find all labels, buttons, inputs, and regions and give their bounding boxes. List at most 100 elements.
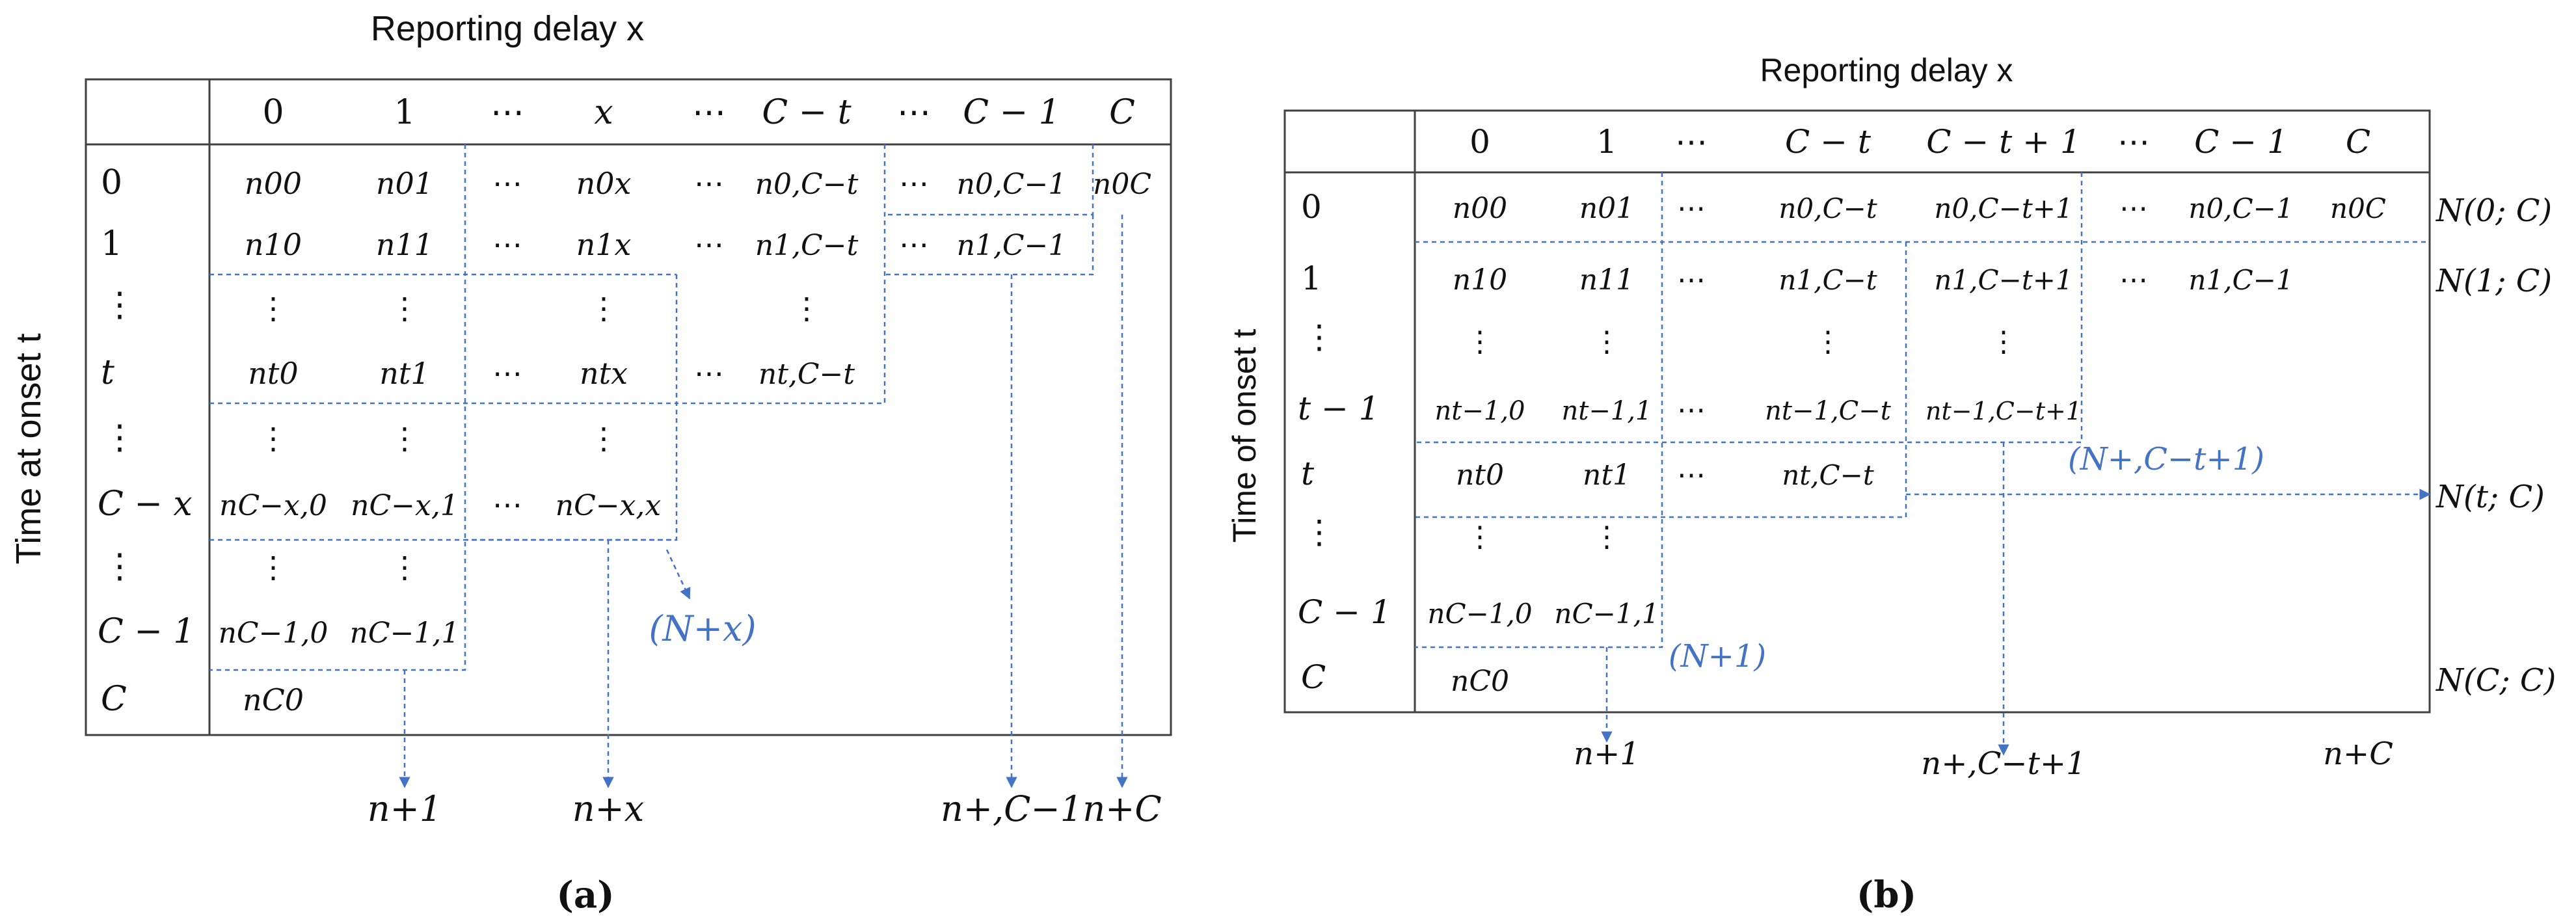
panel-a-title: Reporting delay x	[371, 9, 644, 48]
panel-b-col-4: C − t + 1	[1926, 123, 2081, 161]
panel-b-row-7: C	[1301, 658, 1326, 696]
panel-a-cell: ⋯	[492, 227, 522, 262]
panel-b-ylabel: Time of onset t	[1226, 328, 1263, 542]
panel-a-table-frame	[85, 78, 1172, 736]
panel-b-cell: n1,C−t	[1778, 264, 1877, 296]
panel-a-total: n+,C−1	[941, 788, 1082, 829]
panel-a-cell: nt1	[379, 356, 429, 391]
panel-b-row-total: N(t; C)	[2435, 479, 2545, 515]
panel-b-row-headers: 0 1 ⋮ t − 1 t ⋮ C − 1 C	[1298, 188, 1391, 696]
arrow-to-n-plus-x-annotation	[665, 549, 691, 600]
panel-b-cell: nt1	[1583, 459, 1631, 492]
panel-a-cell: nt0	[248, 356, 298, 391]
panel-a-caption: (a)	[556, 874, 614, 916]
panel-b-arrows	[1601, 442, 2431, 756]
panel-b-title: Reporting delay x	[1760, 52, 2013, 88]
panel-b-cell: nt,C−t	[1782, 459, 1874, 491]
panel-b-cell: nC−1,1	[1554, 598, 1659, 630]
panel-b-cell: n1,C−1	[2188, 264, 2293, 296]
panel-a-row-8: C	[101, 680, 127, 719]
panel-a-cell: n01	[376, 166, 433, 201]
panel-b-cell: ⋮	[1989, 325, 2018, 358]
panel-b-col-3: C − t	[1785, 123, 1872, 161]
panel-b-cell: ⋯	[1677, 263, 1706, 297]
panel-b-cell: n01	[1579, 192, 1634, 225]
panel-b-row-2: ⋮	[1303, 318, 1335, 356]
panel-b-row-6: C − 1	[1298, 593, 1391, 631]
panel-a-staircase	[885, 215, 1094, 276]
panel-b-cell: ⋮	[1814, 325, 1842, 358]
panel-a-dashed-boundaries	[209, 144, 1094, 671]
panel-b-cell: nt−1,C−t+1	[1925, 397, 2082, 425]
panel-b-cell: ⋮	[1466, 520, 1494, 554]
panel-a-cell: ⋮	[589, 421, 619, 456]
panel-b-table-frame	[1283, 109, 2431, 714]
panel-b: Reporting delay x Time of onset t 0 1 ⋯ …	[1226, 52, 2556, 916]
panel-a-total: n+x	[572, 788, 644, 829]
panel-b-dashed-boundaries	[1415, 172, 2430, 649]
panel-a-arrows	[399, 215, 1128, 788]
panel-a-cell: ⋯	[694, 227, 724, 262]
panel-a-cell: ⋮	[258, 421, 288, 456]
panel-b-row-0: 0	[1301, 188, 1322, 226]
panel-b-col-5: ⋯	[2117, 123, 2150, 161]
panel-a-cell: ⋯	[492, 356, 522, 391]
panel-a-cell: nC−1,0	[219, 617, 329, 650]
panel-a-col-8: C	[1109, 93, 1135, 132]
panel-b-cell: n0,C−t	[1778, 193, 1877, 224]
panel-a-col-headers: 0 1 ⋯ x ⋯ C − t ⋯ C − 1 C	[262, 93, 1134, 132]
panel-a-cell: ⋯	[899, 166, 929, 201]
panel-a-staircase	[209, 144, 466, 671]
panel-b-cell: ⋯	[2119, 263, 2148, 297]
panel-b-cell: nt−1,1	[1562, 396, 1652, 426]
panel-b-col-1: 1	[1596, 123, 1617, 161]
panel-b-row-totals: N(0; C) N(1; C) N(t; C) N(C; C)	[2435, 193, 2556, 699]
panel-a-cell: nC−x,1	[351, 489, 459, 522]
panel-b-col-7: C	[2346, 123, 2370, 161]
panel-a-row-1: 1	[101, 224, 122, 263]
panel-a-cell: nC−1,1	[350, 617, 460, 650]
panel-a-cell: n0,C−1	[957, 168, 1067, 201]
panel-b-cell: n00	[1453, 192, 1507, 225]
panel-a-col-3: x	[594, 93, 613, 132]
panel-a-row-6: ⋮	[103, 547, 137, 586]
panel-b-cell: n0,C−1	[2188, 193, 2293, 224]
panel-b-cells: n00 n01 ⋯ n0,C−t n0,C−t+1 ⋯ n0,C−1 n0C n…	[1427, 192, 2386, 698]
panel-b-cell: ⋯	[1677, 459, 1706, 492]
panel-b-cell: ⋯	[1677, 394, 1706, 427]
panel-b-col-6: C − 1	[2194, 123, 2288, 161]
panel-a-annotation: (N+x)	[649, 608, 756, 649]
panel-a-cell: n0,C−t	[755, 168, 859, 201]
panel-b-row-total: N(0; C)	[2435, 193, 2552, 229]
panel-a-cell: nC−x,x	[556, 489, 662, 522]
panel-a-cell: ⋮	[792, 291, 822, 326]
panel-a-total: n+1	[368, 788, 442, 829]
panel-a-cell: n00	[245, 166, 302, 201]
panel-b-row-total: N(C; C)	[2435, 662, 2556, 699]
panel-a-cell: ⋮	[390, 550, 420, 585]
panel-b-cell: nC−1,0	[1427, 598, 1532, 630]
panel-a-cell: ⋯	[694, 166, 724, 201]
panel-b-cell: nt0	[1456, 459, 1504, 492]
panel-b-total: n+C	[2323, 736, 2393, 772]
panel-b-cell: ⋮	[1592, 325, 1621, 358]
panel-a-row-7: C − 1	[98, 612, 195, 651]
panel-a-cell: ⋮	[390, 291, 420, 326]
panel-a-cell: n1,C−t	[755, 229, 859, 262]
panel-a-cell: n10	[245, 227, 302, 262]
panel-a-cell: n0x	[576, 166, 632, 201]
panel-a-cell: ⋮	[390, 421, 420, 456]
panel-a-cell: ⋮	[589, 291, 619, 326]
panel-b-cell: ⋮	[1466, 325, 1494, 358]
panel-b-annotation: (N+,C−t+1)	[2068, 441, 2264, 477]
panel-a-cell: ⋯	[899, 227, 929, 262]
panel-a-row-5: C − x	[98, 485, 193, 524]
panel-a-col-4: ⋯	[692, 93, 726, 132]
panel-a-cell: n11	[376, 227, 433, 262]
panel-b-row-5: ⋮	[1303, 513, 1335, 551]
panel-b-row-3: t − 1	[1298, 390, 1380, 427]
panel-b-cell: nt−1,0	[1435, 396, 1525, 426]
panel-a-row-headers: 0 1 ⋮ t ⋮ C − x ⋮ C − 1 C	[98, 163, 195, 719]
panel-a-cell: ⋯	[492, 166, 522, 201]
